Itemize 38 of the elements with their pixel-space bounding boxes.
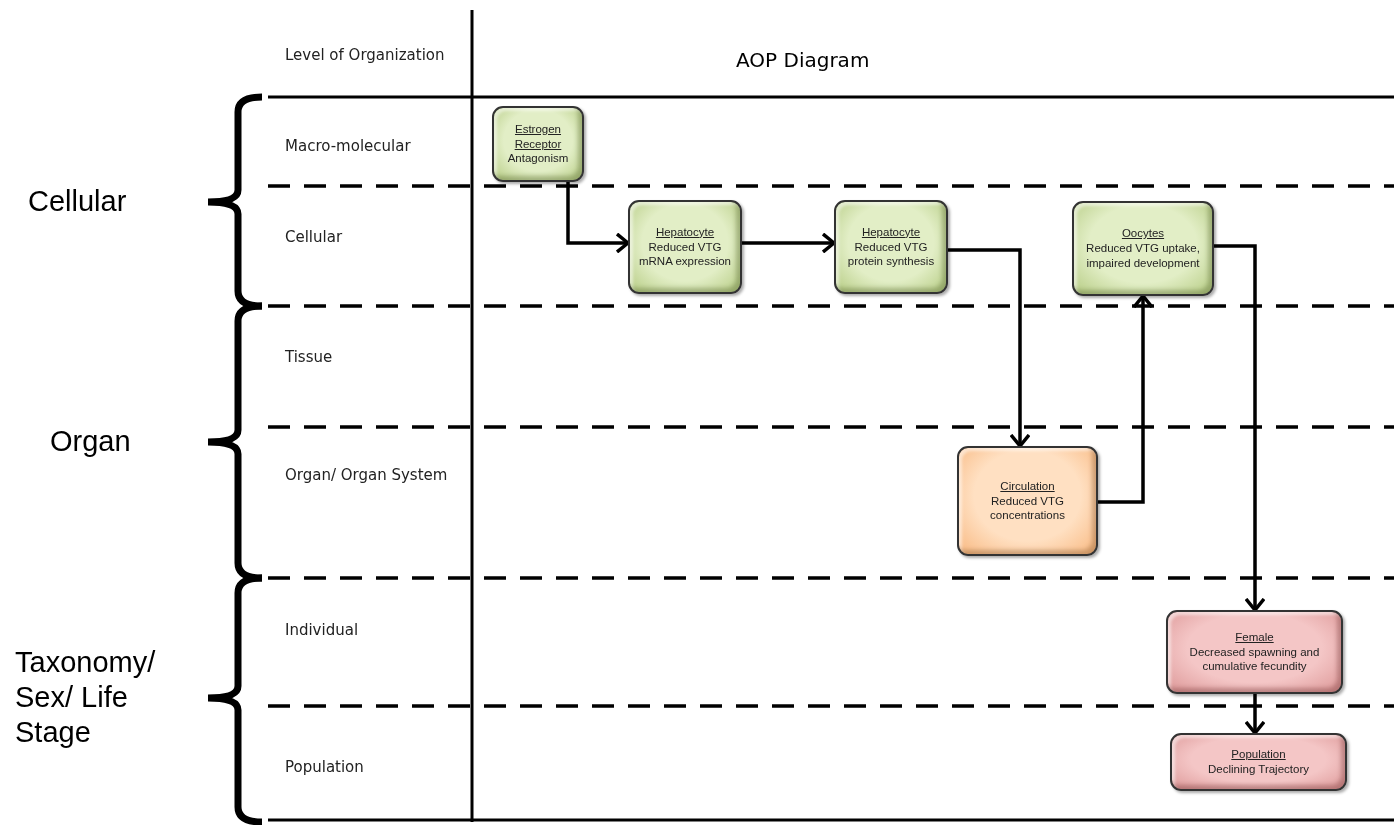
arrow: [948, 248, 1031, 448]
column-header: Level of Organization: [285, 45, 445, 66]
group-label: Organ: [50, 424, 132, 459]
event-title: Oocytes: [1121, 226, 1165, 242]
arrow: [1244, 694, 1266, 735]
event-description: Reduced VTG protein synthesis: [846, 239, 936, 270]
group-label: Taxonomy/ Sex/ Life Stage: [15, 645, 157, 750]
arrow: [1098, 294, 1154, 504]
event-box: [957, 446, 1098, 556]
level-label: Tissue: [285, 347, 334, 368]
event-box: [492, 106, 584, 182]
level-label: Organ/ Organ System: [285, 465, 449, 486]
event-title: Circulation: [1000, 478, 1055, 494]
event-box: [1170, 733, 1347, 791]
event-description: Antagonism: [507, 151, 569, 167]
level-label: Macro-molecular: [285, 136, 412, 157]
event-description: Reduced VTG uptake, impaired development: [1085, 241, 1201, 271]
level-label: Individual: [285, 620, 360, 641]
event-title: Female: [1235, 629, 1274, 645]
event-title: Estrogen Receptor: [513, 121, 563, 152]
event-title: Hepatocyte: [655, 224, 715, 240]
arrow: [566, 182, 630, 254]
group-label: Cellular: [28, 184, 128, 219]
diagram-title: AOP Diagram: [736, 48, 870, 72]
event-box: [1072, 201, 1214, 296]
event-box: [628, 200, 742, 294]
event-title: Hepatocyte: [861, 224, 921, 240]
level-label: Cellular: [285, 227, 344, 248]
arrow: [1214, 244, 1266, 612]
level-label: Population: [285, 757, 365, 778]
event-description: Reduced VTG concentrations: [989, 493, 1066, 524]
event-description: Decreased spawning and cumulative fecundity: [1188, 644, 1321, 675]
event-title: Population: [1231, 747, 1286, 762]
arrow: [742, 232, 836, 254]
event-box: [834, 200, 948, 294]
event-description: Reduced VTG mRNA expression: [637, 239, 732, 270]
event-box: [1166, 610, 1343, 694]
event-description: Declining Trajectory: [1208, 762, 1309, 777]
